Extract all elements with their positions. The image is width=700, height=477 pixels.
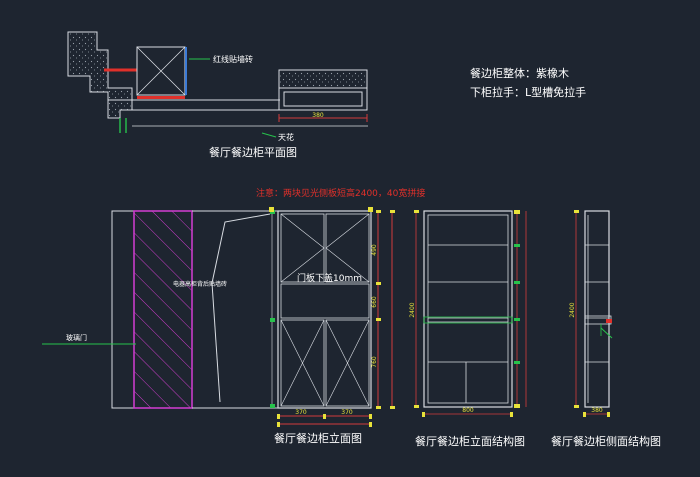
plan-ceiling-label: 天花 [278, 132, 294, 142]
elevation-wall-tile-label: 电器高柜背后贴墙砖 [173, 280, 227, 288]
plan-base-red [137, 96, 185, 99]
elevation-dim-bottom-1: 370 [295, 409, 307, 416]
elevation-upper-left-door [280, 213, 325, 283]
note-material: 餐边柜整体：紫橡木 [470, 66, 569, 80]
plan-sideboard [278, 87, 368, 111]
elevation-door-gap-label: 门板下盖10mm [297, 272, 362, 284]
elevation-dim-right-3: 760 [371, 356, 378, 368]
plan-left-wall [67, 31, 133, 119]
structure-title: 餐厅餐边柜立面结构图 [415, 434, 525, 448]
elevation-open-niche [280, 283, 370, 319]
structure-view: 2400 800 餐厅餐边柜立面结构图 [409, 210, 527, 448]
elevation-upper-right-door [325, 213, 370, 283]
elevation-door-label: 玻璃门 [66, 333, 87, 342]
structure-dim-left: 2400 [409, 302, 416, 317]
note-handle: 下柜拉手：L型槽免拉手 [470, 85, 586, 99]
elevation-title: 餐厅餐边柜立面图 [274, 431, 362, 445]
side-frame [584, 210, 610, 408]
elevation-view: 电器高柜背后贴墙砖 玻璃门 门板下盖10mm 490 660 760 [42, 207, 395, 445]
structure-frame [423, 210, 513, 408]
elevation-lower-right-door [325, 319, 370, 407]
elevation-tall-cabinet [133, 210, 193, 409]
elevation-lower-left-door [280, 319, 325, 407]
plan-dim-label: 380 [312, 112, 324, 119]
elevation-dim-right-1: 490 [371, 244, 378, 256]
plan-tile-label: 红线贴墙砖 [213, 54, 253, 64]
plan-view: 红线贴墙砖 天花 380 餐厅餐边柜平面图 [67, 31, 368, 159]
structure-dim-bottom: 800 [462, 407, 474, 414]
plan-right-wall [278, 69, 368, 89]
plan-title: 餐厅餐边柜平面图 [209, 145, 297, 159]
elevation-tile-leader [211, 213, 271, 284]
note-warning: 注意：两块见光侧板短高2400，40宽拼接 [256, 187, 425, 199]
side-dim-bottom: 380 [591, 407, 603, 414]
side-dim-left: 2400 [569, 302, 576, 317]
side-view: 2400 380 餐厅餐边柜侧面结构图 [551, 210, 661, 448]
elevation-dim-bottom-2: 370 [341, 409, 353, 416]
elevation-sideboard-frame [277, 210, 372, 409]
side-title: 餐厅餐边柜侧面结构图 [551, 434, 661, 448]
elevation-dim-right-2: 660 [371, 296, 378, 308]
